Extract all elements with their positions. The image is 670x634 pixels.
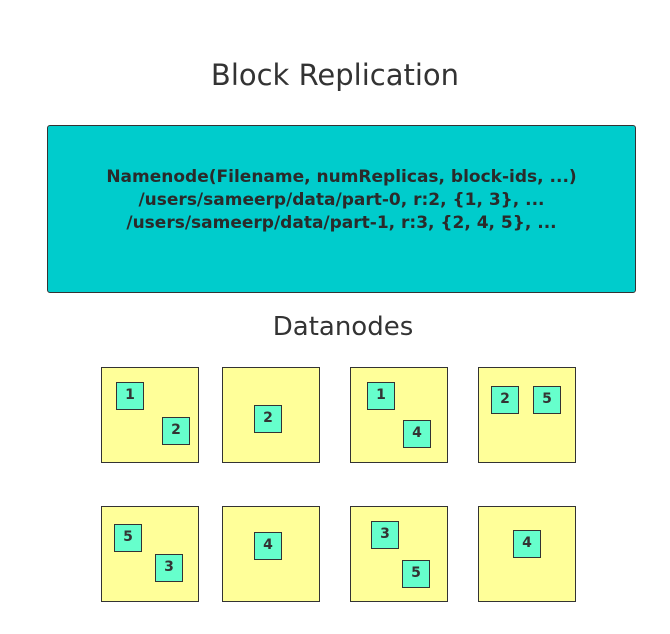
datanode-8: 4 [478, 506, 576, 602]
block: 1 [367, 382, 395, 410]
namenode-line-part-0: /users/sameerp/data/part-0, r:2, {1, 3},… [138, 190, 545, 210]
datanodes-heading: Datanodes [272, 312, 414, 342]
datanode-1: 1 2 [101, 367, 199, 463]
namenode-line-part-1: /users/sameerp/data/part-1, r:3, {2, 4, … [126, 213, 557, 233]
block: 5 [533, 386, 561, 414]
diagram-title: Block Replication [210, 58, 460, 92]
block: 4 [254, 532, 282, 560]
datanode-5: 5 3 [101, 506, 199, 602]
block: 2 [491, 386, 519, 414]
block: 3 [155, 554, 183, 582]
block: 1 [116, 382, 144, 410]
namenode-box: Namenode(Filename, numReplicas, block-id… [47, 125, 636, 293]
block: 5 [402, 560, 430, 588]
block: 5 [114, 524, 142, 552]
namenode-text: Namenode(Filename, numReplicas, block-id… [48, 166, 635, 235]
block: 3 [371, 521, 399, 549]
block: 2 [254, 405, 282, 433]
block: 2 [162, 417, 190, 445]
block: 4 [403, 420, 431, 448]
namenode-line-header: Namenode(Filename, numReplicas, block-id… [106, 167, 577, 187]
datanode-7: 3 5 [350, 506, 448, 602]
datanode-3: 1 4 [350, 367, 448, 463]
datanode-2: 2 [222, 367, 320, 463]
block: 4 [513, 530, 541, 558]
datanode-6: 4 [222, 506, 320, 602]
datanode-4: 2 5 [478, 367, 576, 463]
